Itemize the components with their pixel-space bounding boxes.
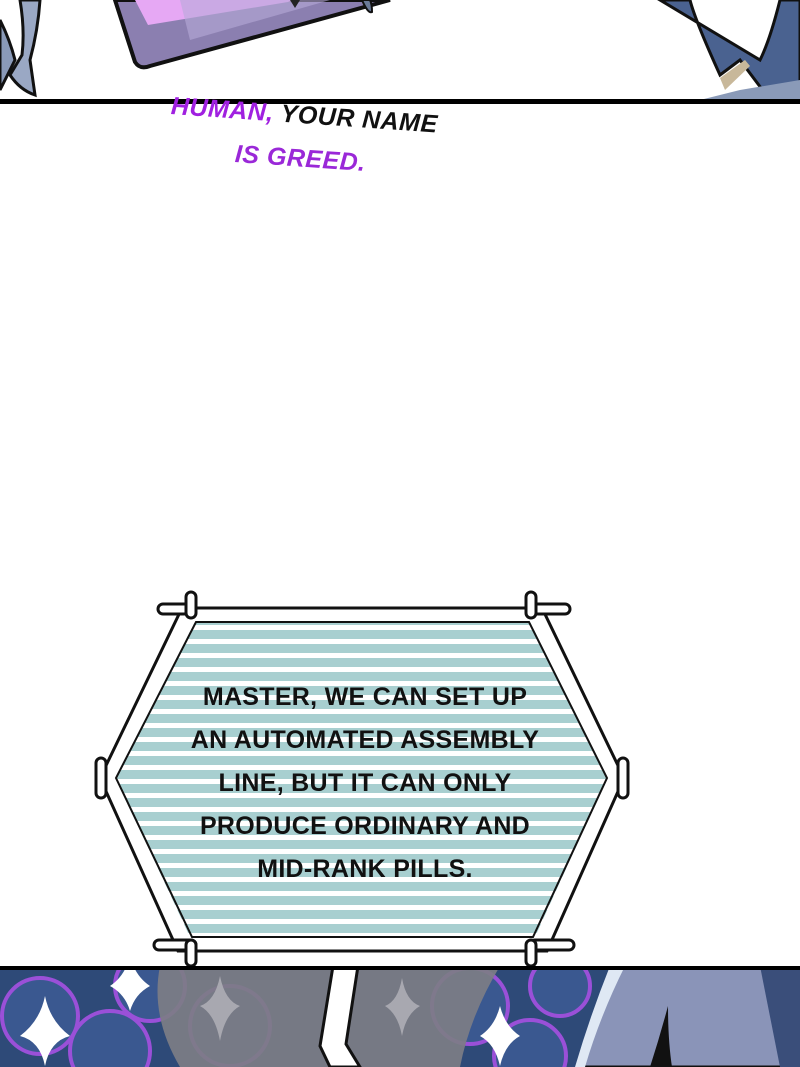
speech-bubble <box>94 590 630 968</box>
bottom-panel-artwork <box>0 966 800 1067</box>
speech-line: mid-rank pills. <box>257 855 473 883</box>
speech-line: Master, we can set up <box>202 683 528 711</box>
narration-text: your name <box>272 99 439 139</box>
narration-text: Human, <box>170 92 275 128</box>
speech-line: produce ordinary and <box>199 812 531 840</box>
speech-bubble-text: Master, we can set up an automated assem… <box>145 676 585 891</box>
narration-line-2: is greed. <box>234 140 367 178</box>
top-panel-artwork <box>0 0 800 104</box>
speech-line: an automated assembly <box>190 726 540 754</box>
speech-line: line, but it can only <box>218 769 512 797</box>
